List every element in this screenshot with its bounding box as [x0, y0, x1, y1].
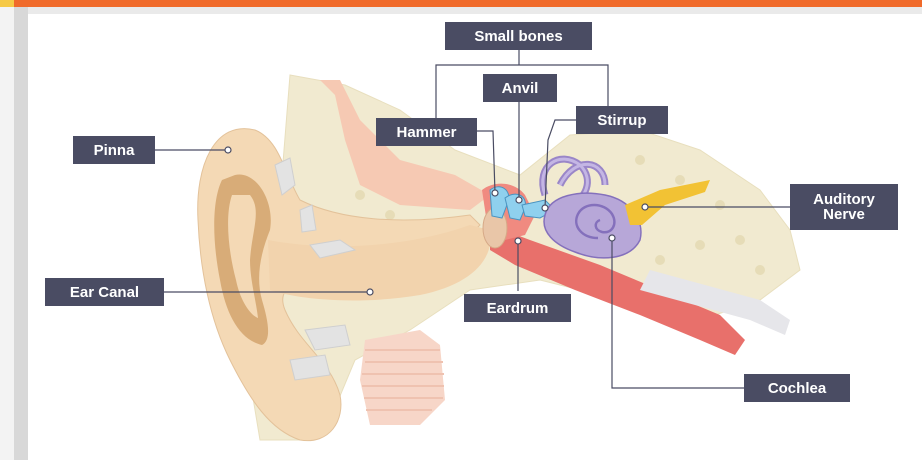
label-auditory-nerve-line2: Nerve	[823, 207, 865, 222]
label-auditory-nerve: Auditory Nerve	[790, 184, 898, 230]
label-stirrup: Stirrup	[576, 106, 668, 134]
label-small-bones: Small bones	[445, 22, 592, 50]
label-hammer: Hammer	[376, 118, 477, 146]
label-eardrum: Eardrum	[464, 294, 571, 322]
label-pinna: Pinna	[73, 136, 155, 164]
label-anvil: Anvil	[483, 74, 557, 102]
lower-tissue	[360, 330, 445, 425]
label-ear-canal: Ear Canal	[45, 278, 164, 306]
label-cochlea: Cochlea	[744, 374, 850, 402]
label-auditory-nerve-line1: Auditory	[813, 192, 875, 207]
